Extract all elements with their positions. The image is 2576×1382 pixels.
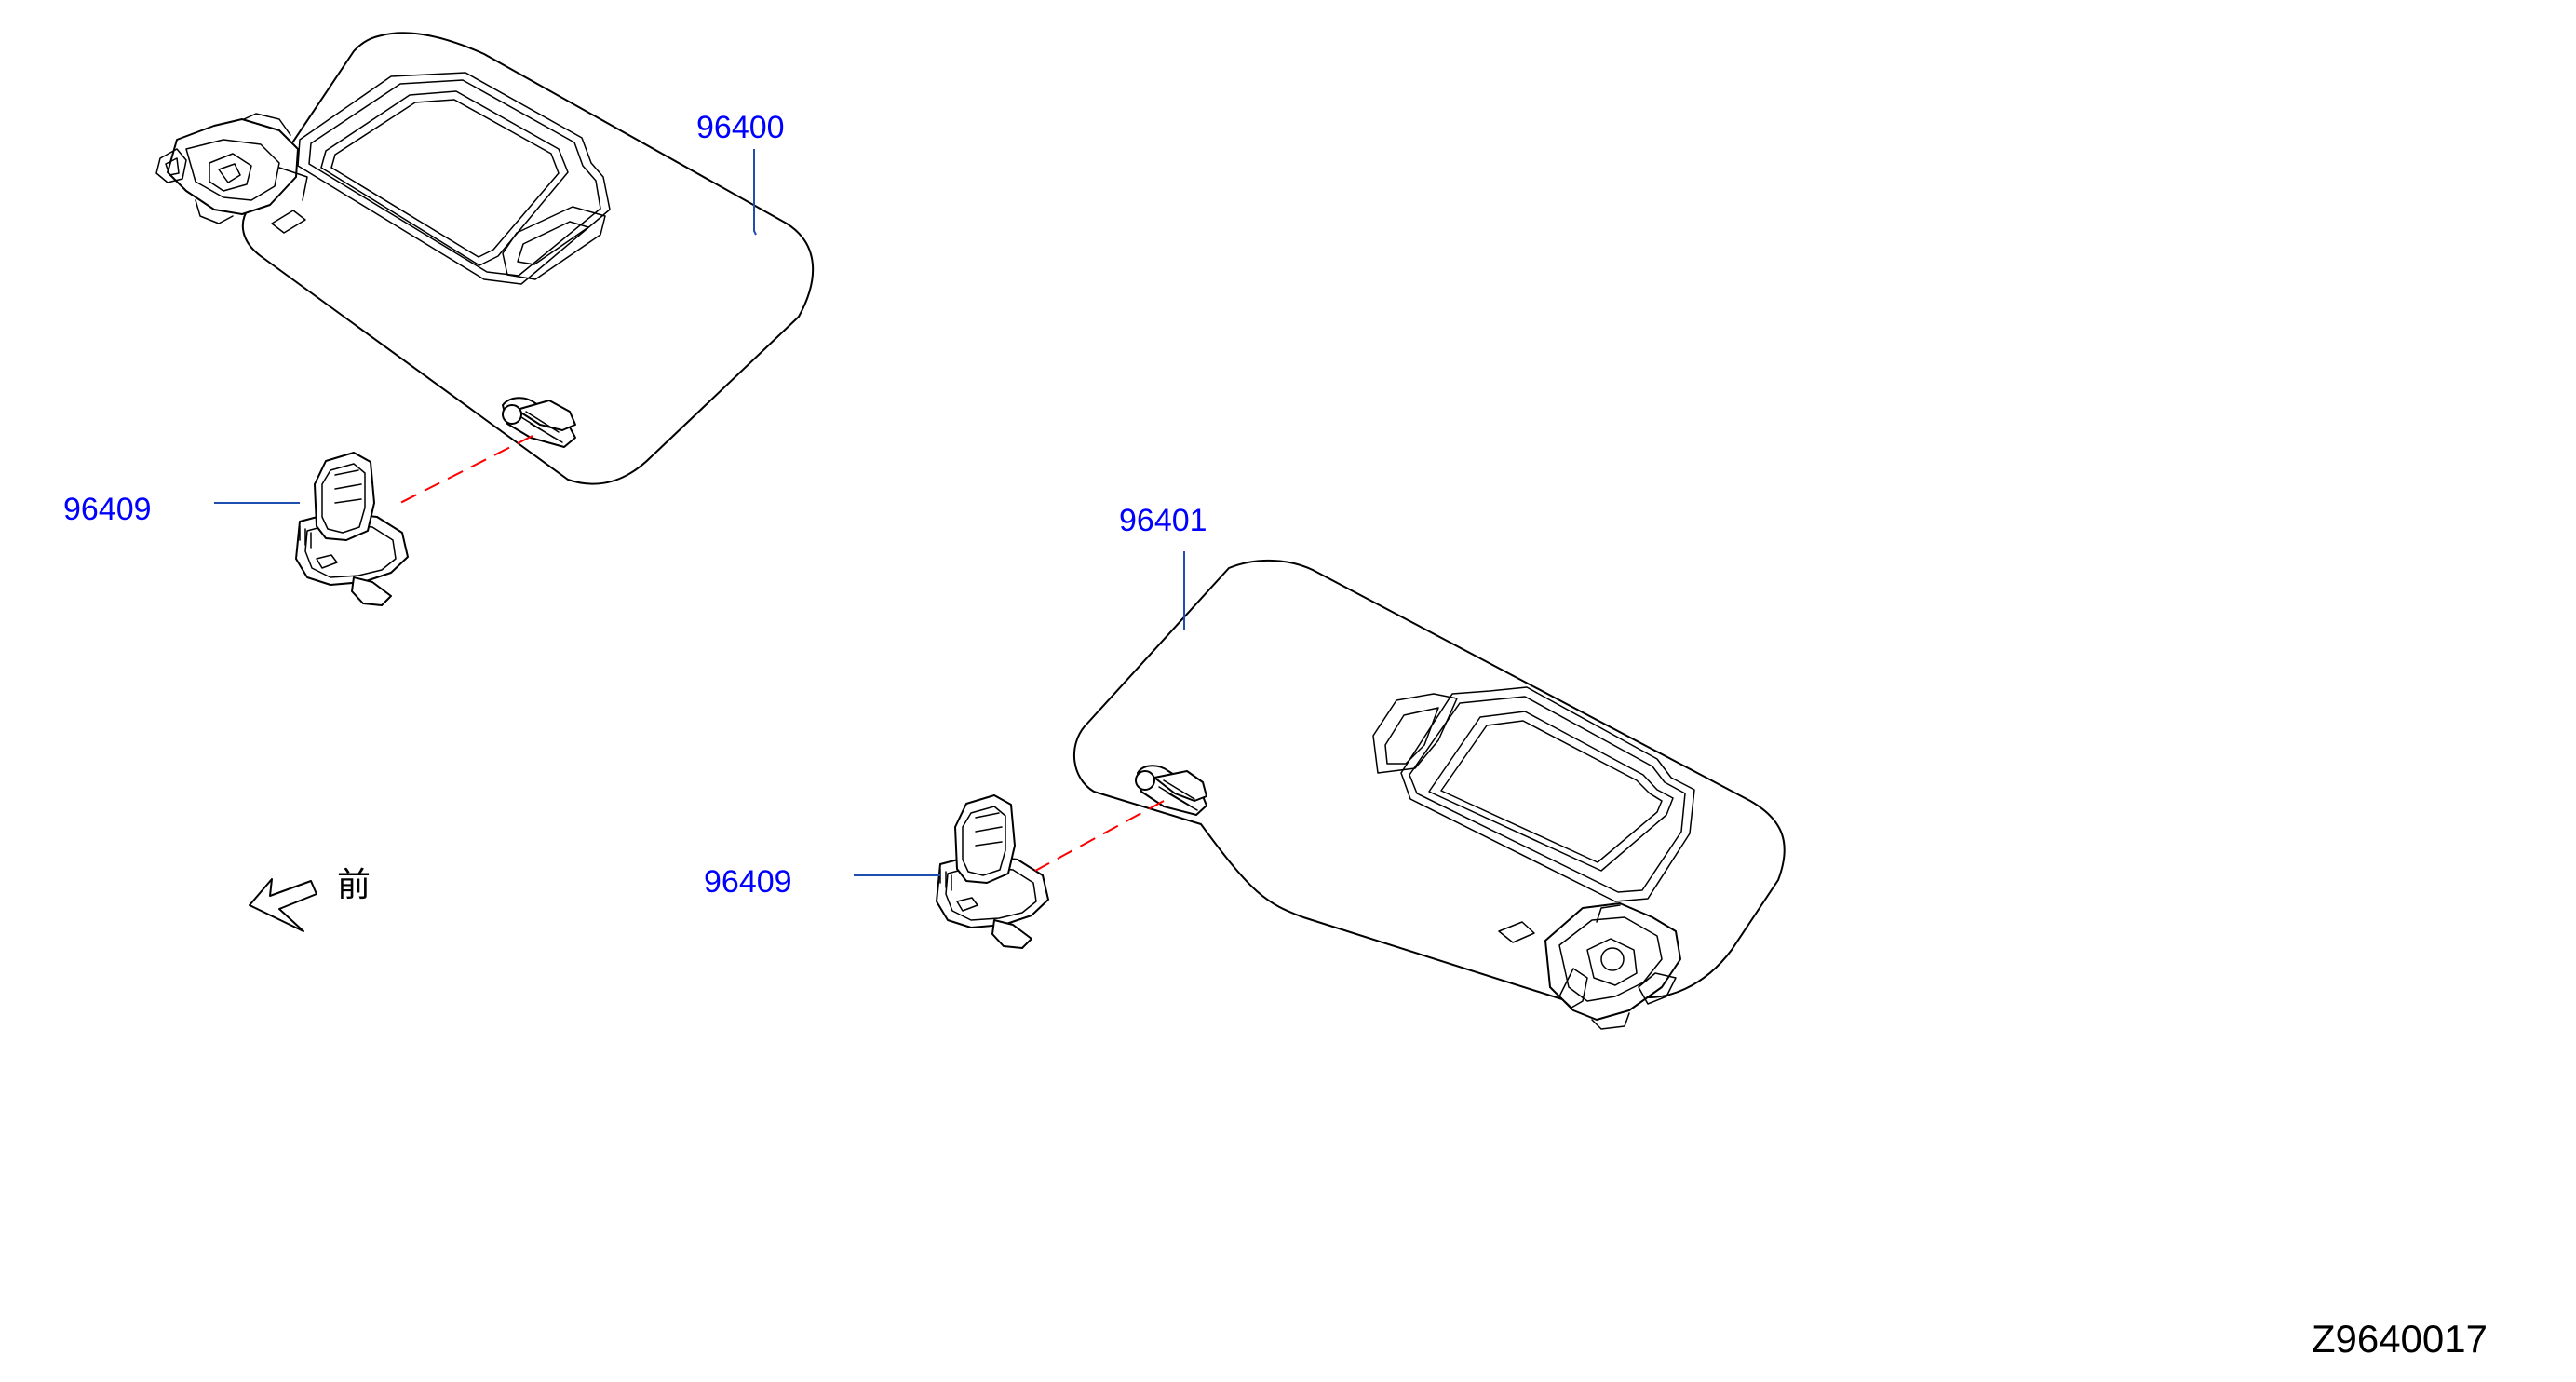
sun-visor-right-body: [1072, 560, 1786, 1007]
vanity-mirror-right-frame-inner: [1409, 696, 1686, 893]
leader-line-96400: [753, 149, 757, 236]
vanity-mirror-right: [1428, 711, 1674, 872]
diagram-id: Z9640017: [2312, 1317, 2488, 1361]
vanity-mirror-right-frame: [1400, 686, 1695, 902]
callout-96401[interactable]: 96401: [1119, 503, 1207, 538]
callout-96400[interactable]: 96400: [696, 110, 785, 145]
visor-holder-right[interactable]: [936, 794, 1049, 949]
vanity-mirror-left: [320, 90, 569, 266]
visor-pivot-bracket-left: [155, 113, 308, 224]
mirror-cover-tab-left: [502, 206, 606, 280]
sun-visor-left[interactable]: [155, 32, 815, 485]
callout-96409-left[interactable]: 96409: [63, 492, 152, 527]
visor-rod-right: [1135, 765, 1207, 816]
front-direction-label: 前: [337, 866, 371, 904]
vanity-mirror-right-inner: [1440, 720, 1663, 863]
vanity-mirror-left-inner: [330, 99, 560, 258]
callout-96409-right[interactable]: 96409: [704, 864, 792, 900]
mirror-cover-tab-right: [1372, 693, 1458, 774]
visor-holder-left[interactable]: [295, 452, 409, 606]
visor-label-left: [271, 210, 306, 234]
visor-rod-left: [502, 397, 576, 448]
front-direction-indicator: 前: [249, 866, 371, 932]
assembly-line-right: [1034, 800, 1165, 872]
vanity-mirror-left-frame: [297, 72, 611, 285]
vanity-mirror-left-frame-inner: [308, 79, 601, 277]
sun-visor-right[interactable]: [1072, 560, 1786, 1030]
assembly-line-left: [399, 435, 533, 504]
front-direction-arrow-icon: [249, 878, 317, 932]
visor-pivot-bracket-right: [1544, 902, 1681, 1030]
visor-label-right: [1498, 921, 1535, 943]
